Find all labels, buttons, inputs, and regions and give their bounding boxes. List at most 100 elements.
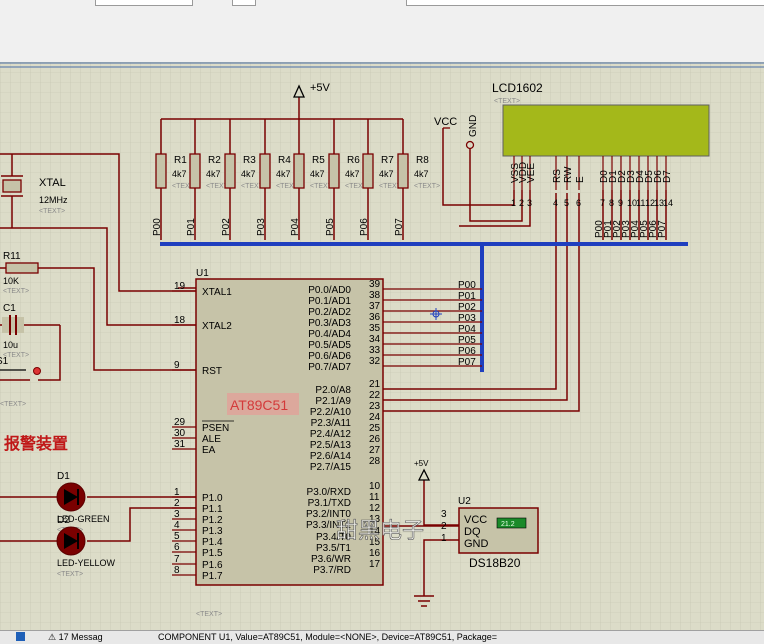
crystal-xtal[interactable]: XTAL 12MHz <TEXT> bbox=[1, 175, 68, 215]
toolbar-field[interactable] bbox=[232, 0, 256, 6]
wires bbox=[0, 97, 667, 607]
pullup-resistors[interactable]: R14k7<TEXT>P00R24k7<TEXT>P01R34k7<TEXT>P… bbox=[152, 153, 440, 236]
toolbar-field[interactable] bbox=[95, 0, 193, 6]
resistor-ref: R7 bbox=[381, 155, 394, 166]
pin-number: 3 bbox=[441, 509, 447, 520]
mcu-pin-8[interactable]: 8P1.7 bbox=[172, 565, 223, 582]
resistor-value: 4k7 bbox=[414, 169, 429, 179]
lcd-pin-9[interactable]: D29 bbox=[617, 156, 628, 208]
switch-s1[interactable]: S1 <TEXT> bbox=[0, 356, 41, 408]
supply-5v[interactable]: +5V bbox=[292, 82, 331, 98]
mcu-pin-6[interactable]: 6P1.5 bbox=[172, 542, 223, 559]
text-placeholder: <TEXT> bbox=[3, 352, 29, 359]
pin-number: 6 bbox=[576, 198, 581, 208]
mcu-pin-1[interactable]: 1P1.0 bbox=[172, 487, 223, 504]
pin-label: PSEN bbox=[202, 423, 229, 434]
resistor-value: 4k7 bbox=[206, 169, 221, 179]
mcu-pin-5[interactable]: 5P1.4 bbox=[172, 531, 223, 548]
text-placeholder: <TEXT> bbox=[3, 288, 29, 295]
lcd-pin-6[interactable]: E6 bbox=[575, 156, 586, 208]
lcd-pin-4[interactable]: RS4 bbox=[552, 156, 563, 208]
mcu-pin-7[interactable]: 7P1.6 bbox=[172, 554, 223, 571]
lcd1602[interactable]: LCD1602 <TEXT> VSS1VDD2VEE3RS4RW5E6D07D1… bbox=[492, 81, 710, 208]
text-placeholder: <TEXT> bbox=[39, 208, 65, 215]
lcd-pin-5[interactable]: RW5 bbox=[563, 156, 574, 208]
vcc-gnd-terminals[interactable]: VCC GND bbox=[434, 115, 479, 150]
supply-label: +5V bbox=[310, 82, 331, 94]
pin-number: 13 bbox=[369, 514, 381, 525]
mcu-pin-2[interactable]: 2P1.1 bbox=[172, 498, 223, 515]
lcd-pin-7[interactable]: D07 bbox=[599, 156, 610, 208]
mcu-pin-3[interactable]: 3P1.2 bbox=[172, 509, 223, 526]
capacitor-c1[interactable]: C1 10u <TEXT> bbox=[2, 303, 29, 359]
text-placeholder: <TEXT> bbox=[276, 183, 302, 190]
pin-label: VSS bbox=[510, 163, 521, 183]
messages-count[interactable]: ⚠ 17 Messag bbox=[48, 632, 103, 642]
pin-label: P2.3/A11 bbox=[311, 418, 352, 429]
lcd-pin-8[interactable]: D18 bbox=[608, 156, 619, 208]
mcu-u1[interactable]: U1 AT89C51 <TEXT> 19XTAL118XTAL29RST29PS… bbox=[172, 268, 384, 618]
bus-label: P03 bbox=[458, 313, 476, 324]
lcd-bus-label: P06 bbox=[648, 220, 659, 238]
pin-label: EA bbox=[202, 445, 216, 456]
pin-label: VDD bbox=[518, 162, 529, 183]
toolbar-field[interactable] bbox=[406, 0, 764, 6]
resistor-r11[interactable]: R11 10K <TEXT> bbox=[3, 251, 39, 295]
mcu-pin-4[interactable]: 4P1.3 bbox=[172, 520, 223, 537]
lcd-bus-label: P07 bbox=[657, 220, 668, 238]
